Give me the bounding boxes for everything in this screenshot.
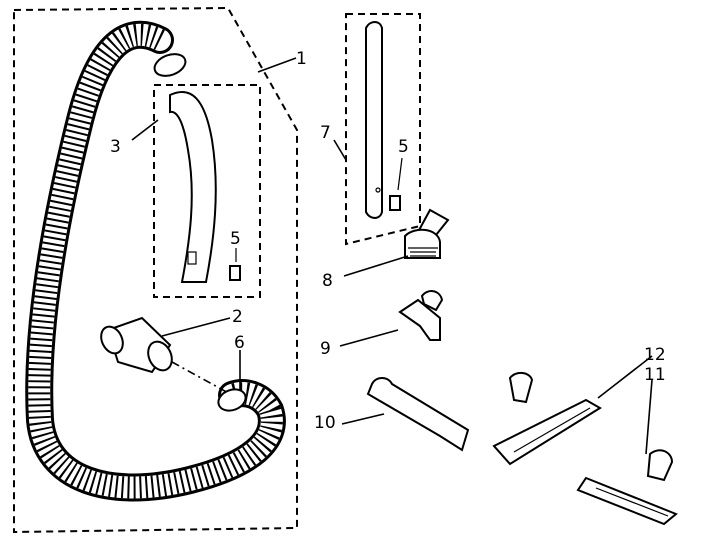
hose-handle-end	[100, 316, 173, 374]
curved-wand-box	[153, 84, 261, 298]
straight-wand	[365, 21, 403, 219]
leader-7	[333, 139, 347, 161]
hose-assembly	[25, 20, 286, 502]
leader-2	[161, 317, 231, 337]
callout-2: 2	[232, 307, 243, 327]
callout-1: 1	[296, 49, 307, 69]
callout-5b: 5	[398, 137, 409, 157]
straight-wand-box	[345, 13, 421, 246]
callout-6: 6	[234, 333, 245, 353]
curved-wand	[169, 91, 217, 283]
dusting-brush	[404, 208, 450, 259]
leader-8	[343, 255, 409, 277]
callout-10: 10	[314, 413, 336, 433]
callout-7: 7	[320, 123, 331, 143]
hose-swivel-end	[217, 388, 247, 412]
hose-top-cuff	[153, 53, 187, 77]
floor-tool	[492, 372, 602, 466]
callout-3: 3	[110, 137, 121, 157]
leader-1	[257, 57, 297, 73]
latch-clip	[229, 265, 241, 281]
curved-wand-slot	[187, 251, 197, 265]
leader-9	[339, 329, 399, 347]
connection-line	[171, 361, 233, 396]
leader-11	[645, 379, 653, 455]
callout-5a: 5	[230, 229, 241, 249]
callout-8: 8	[322, 271, 333, 291]
leader-10	[341, 413, 385, 425]
callout-12: 12	[644, 345, 666, 365]
callout-9: 9	[320, 339, 331, 359]
crevice-tool	[366, 377, 470, 452]
leader-12	[597, 355, 653, 399]
leader-3	[131, 119, 159, 141]
floor-tool-alt	[576, 449, 678, 526]
callout-11: 11	[644, 365, 666, 385]
upholstery-tool	[398, 290, 444, 341]
hose-kit-boundary	[13, 6, 298, 534]
